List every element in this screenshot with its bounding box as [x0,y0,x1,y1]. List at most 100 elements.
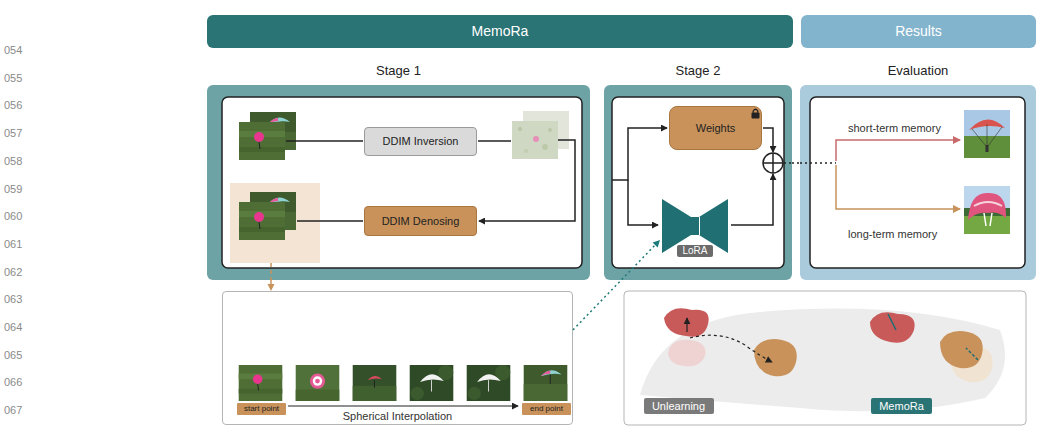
arrowhead [267,284,274,291]
text-holder: Weights [670,107,761,149]
sum-symbol-cross [763,153,783,173]
lock-body [752,113,760,119]
connector-line [573,245,655,330]
line-number: 058 [4,155,22,167]
noise-thumb [512,121,558,159]
connector-line [270,280,272,284]
text-holder: Stage 2 [604,62,792,80]
line-number: 062 [4,266,22,278]
method-tag: MemoRa [871,398,932,414]
process-box: DDIM Denosing [364,206,477,236]
stage2-wires [612,128,792,225]
interp-image [296,365,340,401]
drift-arrow [690,335,772,362]
wire [628,180,658,225]
wire [612,128,667,180]
connector-line [792,162,800,164]
image-thumb [239,122,285,160]
small-arrow [686,318,687,332]
wire [479,140,575,221]
node-text: Weights [696,122,736,135]
label-holder: 067 [4,400,22,418]
evaluation-inner-box [810,97,1025,268]
connector [267,280,274,291]
interp-image [239,365,283,401]
node-text: Stage 2 [676,63,721,79]
wire [297,220,363,222]
label-holder: 066 [4,372,22,390]
line-number: 054 [4,44,22,56]
interp-image [353,365,397,401]
label-holder: 057 [4,123,22,141]
text-holder: DDIM Denosing [365,207,476,235]
line-number: 067 [4,404,22,416]
line-number: 060 [4,210,22,222]
forgotten-region [664,308,709,337]
node-text: end point [530,404,563,414]
label-holder: 060 [4,206,22,224]
pull-arrow [888,314,896,330]
line-number: 061 [4,238,22,250]
concept-illustration [624,291,1026,425]
stage1-wires [271,140,575,280]
label-holder: 061 [4,234,22,252]
lock-icon [751,108,760,119]
interpolation-images [239,365,568,406]
connector [792,163,800,164]
node-text: LoRA [677,245,712,257]
point-tag: end point [522,403,571,415]
header-bar: Results [801,15,1036,48]
text-holder: Stage 1 [207,62,590,80]
concept-box [624,291,1026,425]
method-tag: Unlearning [644,398,714,414]
node-text: DDIM Inversion [383,135,459,148]
point-tag: start point [237,403,286,415]
node-text: start point [244,404,279,414]
result-images [964,110,1010,234]
line-number: 059 [4,183,22,195]
node-text: Evaluation [888,63,949,79]
text-holder: Results [801,15,1036,48]
line-number: 064 [4,321,22,333]
label-holder: 054 [4,40,22,58]
result-image [964,110,1010,158]
wire [731,174,773,225]
dashed-wire [270,263,272,280]
frozen-weights-box: Weights [669,106,762,150]
interpolation-box: Spherical Interpolationstart pointend po… [222,291,573,425]
text-holder: start point [237,403,286,415]
interp-image [524,365,568,401]
label-holder: 056 [4,95,22,113]
text-holder: MemoRa [871,398,932,414]
label-holder: 062 [4,262,22,280]
evaluation-wires [800,140,960,209]
panel-inner-boxes [222,97,1025,268]
dotted-wire [784,162,792,164]
text-holder: MemoRa [207,15,793,48]
interp-image [410,365,454,401]
interp-image [467,365,511,401]
text-holder: Evaluation [800,62,1036,80]
arrow-label: short-term memory [848,122,941,134]
interp-arrow [288,405,518,406]
node-text: Unlearning [652,400,705,413]
node-text: DDIM Denosing [382,215,460,228]
line-number: 055 [4,72,22,84]
label-holder: 063 [4,289,22,307]
line-number: 066 [4,376,22,388]
highlight-area [230,183,320,263]
text-holder: end point [522,403,571,415]
connector [573,240,660,330]
label-holder: 065 [4,345,22,363]
text-holder: LoRA [660,244,730,258]
node-text: MemoRa [472,23,529,40]
loss-surface [640,309,1005,412]
long-term-arrow [836,165,960,209]
forgotten-region-ghost [668,340,705,367]
image-thumb [239,202,285,240]
text-holder: Unlearning [644,398,714,414]
process-box: DDIM Inversion [364,127,477,156]
line-number: 057 [4,127,22,139]
result-image [964,186,1010,234]
